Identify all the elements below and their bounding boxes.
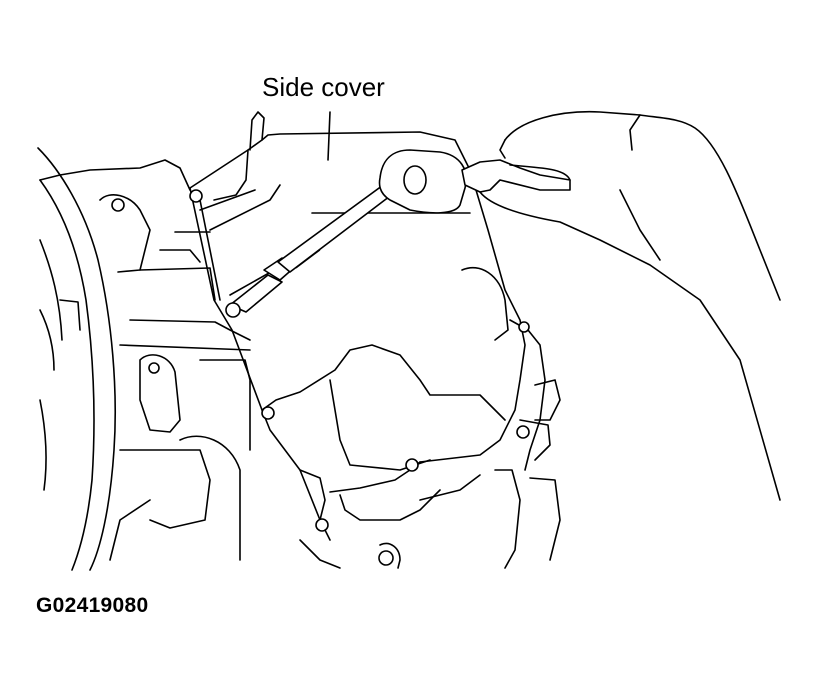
hand-illustration bbox=[461, 110, 781, 501]
callout-leader-line bbox=[327, 111, 331, 161]
side-cover-part bbox=[189, 111, 561, 569]
figure-code: G02419080 bbox=[36, 594, 149, 617]
side-cover-label: Side cover bbox=[262, 72, 385, 102]
transmission-housing bbox=[37, 147, 251, 571]
socket-wrench-tool bbox=[225, 149, 467, 318]
